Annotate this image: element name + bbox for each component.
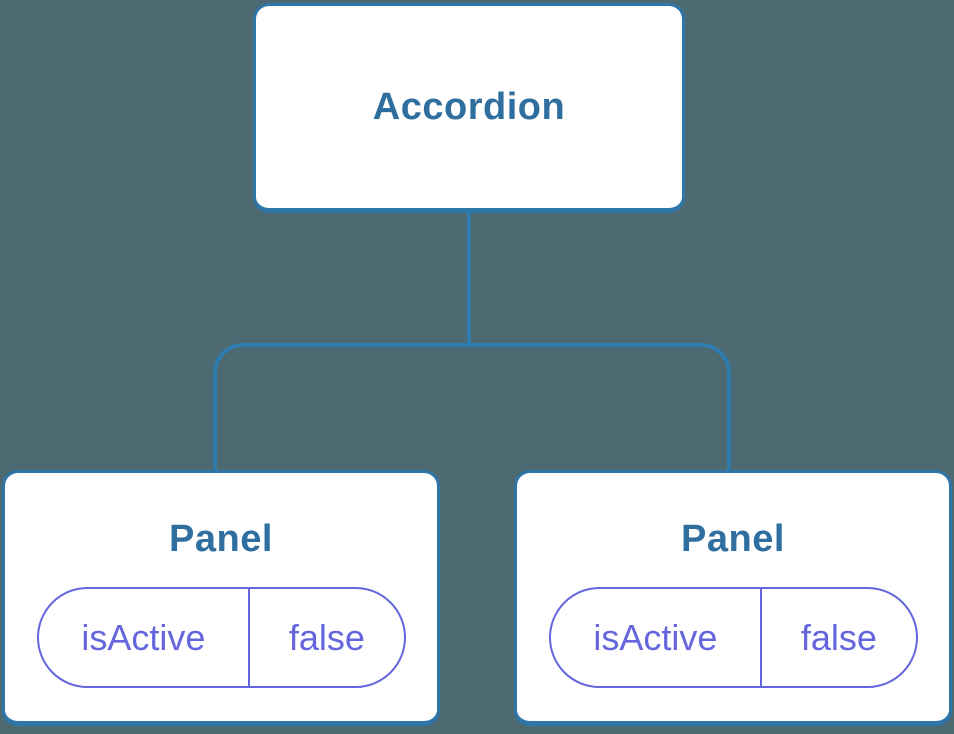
state-key: isActive bbox=[39, 589, 251, 686]
state-value: false bbox=[800, 616, 877, 658]
panel-left-state-pill: isActive false bbox=[36, 587, 406, 688]
connector-stem-line bbox=[467, 212, 471, 345]
state-value: false bbox=[288, 616, 365, 658]
accordion-label: Accordion bbox=[372, 85, 566, 128]
panel-node-left: Panel isActive false bbox=[2, 470, 440, 726]
connector-branch-bracket bbox=[213, 343, 731, 477]
panel-right-state-pill: isActive false bbox=[548, 587, 918, 688]
panel-left-label: Panel bbox=[169, 518, 273, 560]
panel-node-right: Panel isActive false bbox=[514, 470, 952, 726]
panel-right-label: Panel bbox=[681, 518, 785, 560]
state-key: isActive bbox=[551, 589, 763, 686]
accordion-node: Accordion bbox=[253, 3, 685, 213]
